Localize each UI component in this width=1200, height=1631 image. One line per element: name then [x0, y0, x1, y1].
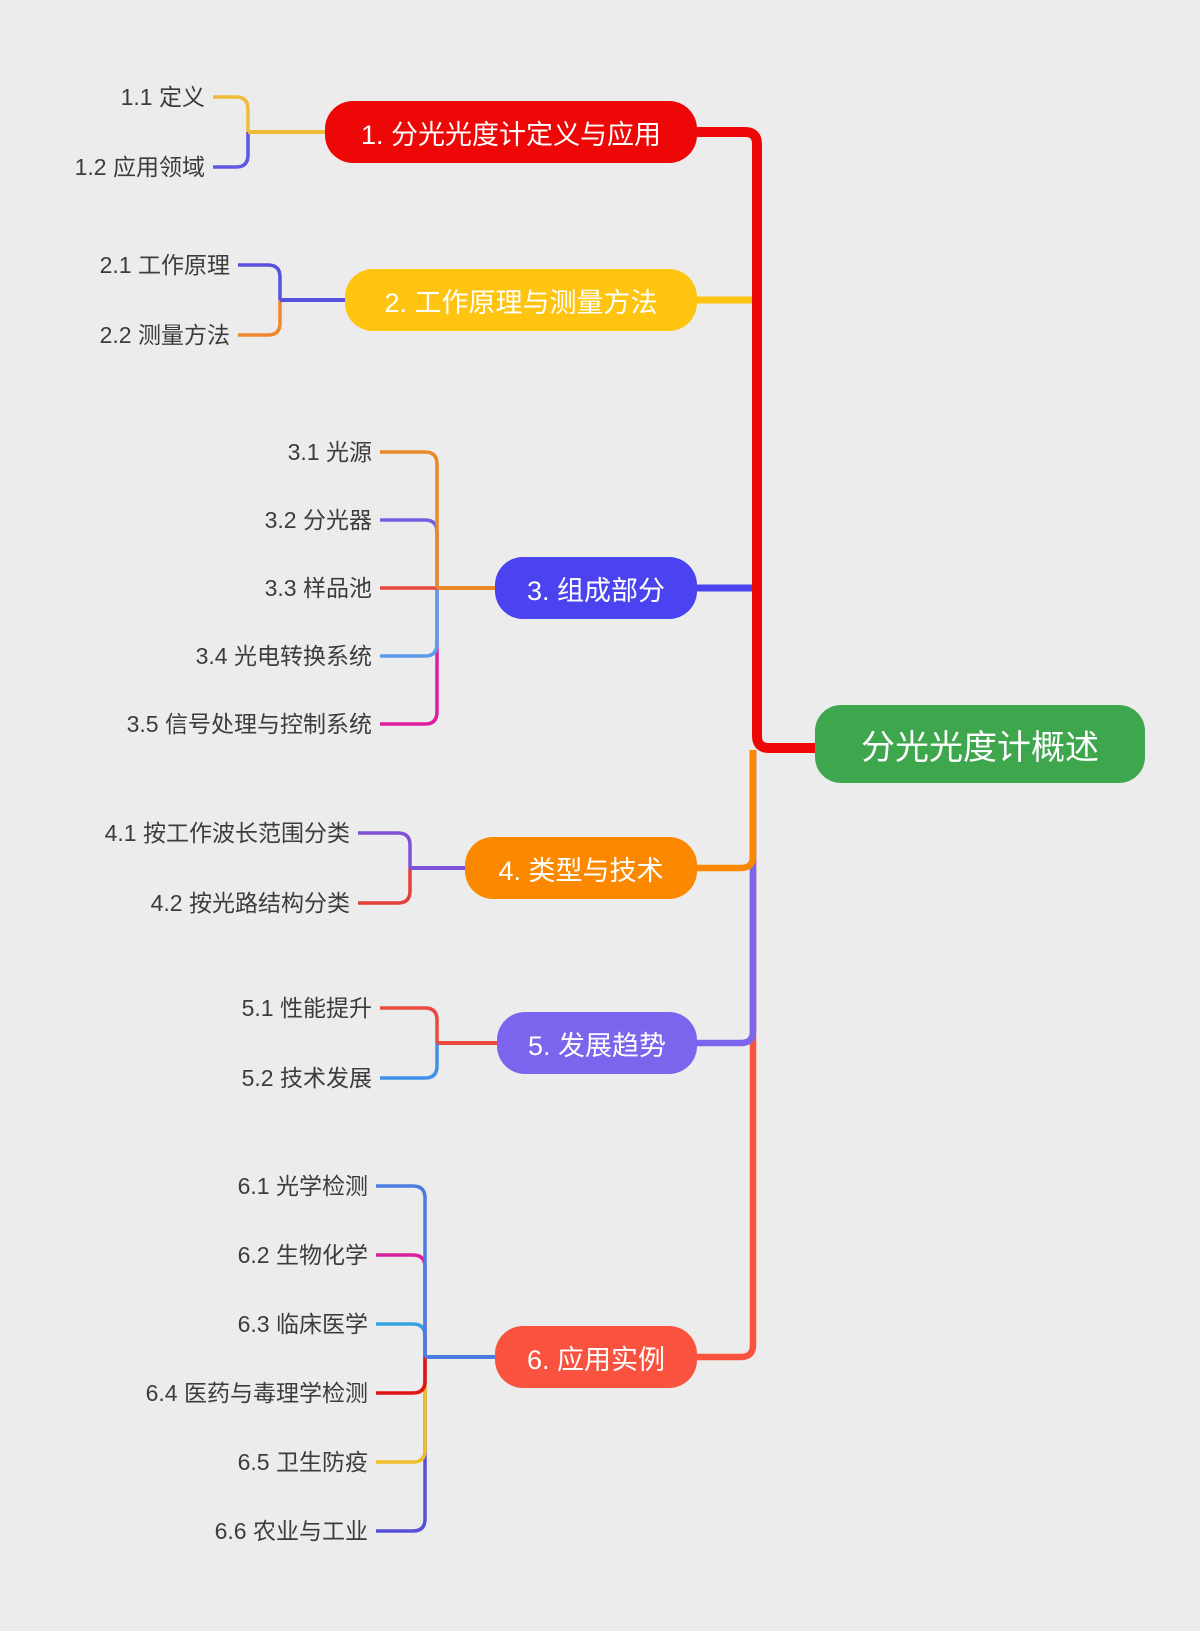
- connector-5-1: [380, 1006, 439, 1043]
- branch-node-3[interactable]: 3. 组成部分: [495, 557, 697, 619]
- branch-node-6[interactable]: 6. 应用实例: [495, 1326, 697, 1388]
- child-topic-3-1[interactable]: 3.1 光源: [287, 439, 372, 465]
- child-topic-3-4[interactable]: 3.4 光电转换系统: [195, 643, 372, 669]
- child-topic-5-2[interactable]: 5.2 技术发展: [241, 1065, 372, 1091]
- connector-4-2: [358, 868, 412, 905]
- root-node[interactable]: 分光光度计概述: [815, 705, 1145, 783]
- connector-1-1: [213, 95, 250, 132]
- child-topic-6-5[interactable]: 6.5 卫生防疫: [237, 1449, 368, 1475]
- branch-6-trunk-line: [697, 750, 757, 1361]
- connector-6-5: [376, 1357, 427, 1464]
- connector-3-1: [380, 450, 439, 588]
- child-topic-2-1[interactable]: 2.1 工作原理: [99, 252, 230, 278]
- connector-1-2: [213, 132, 250, 169]
- child-topic-3-2[interactable]: 3.2 分光器: [264, 507, 372, 533]
- connector-4-1: [358, 831, 412, 868]
- child-topic-6-2[interactable]: 6.2 生物化学: [237, 1242, 368, 1268]
- connector-2-2: [238, 300, 282, 337]
- child-topic-1-2[interactable]: 1.2 应用领域: [74, 154, 205, 180]
- connector-6-4: [376, 1357, 427, 1395]
- branch-node-1[interactable]: 1. 分光光度计定义与应用: [325, 101, 697, 163]
- connector-6-2: [376, 1253, 427, 1357]
- connector-6-1: [376, 1184, 427, 1357]
- child-topic-5-1[interactable]: 5.1 性能提升: [241, 995, 372, 1021]
- child-topic-6-1[interactable]: 6.1 光学检测: [237, 1173, 368, 1199]
- connector-6-6: [376, 1357, 427, 1533]
- child-topic-1-1[interactable]: 1.1 定义: [120, 84, 205, 110]
- main-trunk-line: [697, 127, 815, 753]
- child-topic-2-2[interactable]: 2.2 测量方法: [99, 322, 230, 348]
- connector-3-2: [380, 518, 439, 588]
- child-topic-3-5[interactable]: 3.5 信号处理与控制系统: [126, 711, 372, 737]
- branch-node-5[interactable]: 5. 发展趋势: [497, 1012, 697, 1074]
- connector-2-1: [238, 263, 282, 300]
- child-topic-4-1[interactable]: 4.1 按工作波长范围分类: [104, 820, 350, 846]
- connector-6-3: [376, 1322, 427, 1357]
- connector-3-5: [380, 588, 439, 726]
- child-topic-6-4[interactable]: 6.4 医药与毒理学检测: [145, 1380, 368, 1406]
- branch-4-trunk-line: [697, 750, 757, 872]
- connector-3-4: [380, 588, 439, 658]
- child-topic-4-2[interactable]: 4.2 按光路结构分类: [150, 890, 350, 916]
- child-topic-6-6[interactable]: 6.6 农业与工业: [214, 1518, 368, 1544]
- branch-5-trunk-line: [697, 750, 757, 1047]
- connector-5-2: [380, 1043, 439, 1080]
- child-topic-3-3[interactable]: 3.3 样品池: [264, 575, 372, 601]
- child-topic-6-3[interactable]: 6.3 临床医学: [237, 1311, 368, 1337]
- branch-node-4[interactable]: 4. 类型与技术: [465, 837, 697, 899]
- branch-node-2[interactable]: 2. 工作原理与测量方法: [345, 269, 697, 331]
